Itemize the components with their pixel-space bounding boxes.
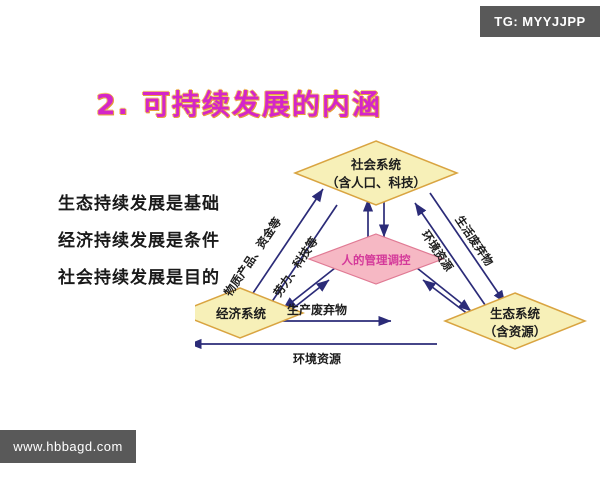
watermark-bottom-left: www.hbbagd.com	[0, 430, 136, 463]
human-management-diamond	[307, 233, 445, 285]
ecologic-system-diamond	[442, 292, 588, 350]
sustainable-development-diagram: 社会系统 （含人口、科技） 经济系统 生态系统 （含资源） 人的管理调控 物质产…	[195, 125, 595, 370]
economic-system-label: 经济系统	[216, 306, 267, 321]
ecologic-system-label-2: （含资源）	[484, 324, 547, 339]
social-system-label-1: 社会系统	[350, 157, 402, 172]
node-economic-system[interactable]: 经济系统	[195, 287, 306, 339]
ecologic-system-label-1: 生态系统	[490, 306, 541, 321]
key-point-3: 社会持续发展是目的	[58, 268, 220, 288]
social-system-label-2: （含人口、科技）	[326, 175, 426, 190]
key-point-2: 经济持续发展是条件	[58, 231, 220, 251]
arrow-eco-to-social	[414, 202, 493, 316]
node-social-system[interactable]: 社会系统 （含人口、科技）	[292, 140, 460, 206]
human-management-label: 人的管理调控	[342, 253, 411, 267]
edge-label-social-to-econ: 劳力、科技等	[271, 234, 321, 299]
arrow-center-to-econ	[282, 267, 336, 310]
edge-label-eco-to-econ: 环境资源	[293, 351, 341, 366]
key-points-list: 生态持续发展是基础 经济持续发展是条件 社会持续发展是目的	[58, 186, 220, 297]
arrow-social-to-econ	[262, 204, 338, 316]
edge-label-econ-to-eco: 生产废弃物	[287, 302, 347, 317]
arrow-social-to-eco	[429, 192, 506, 304]
node-human-management[interactable]: 人的管理调控	[307, 233, 445, 285]
edge-label-social-to-eco: 生活废弃物	[452, 213, 496, 269]
economic-system-diamond	[195, 287, 306, 339]
watermark-top-right: TG: MYYJJPP	[480, 6, 600, 37]
arrow-econ-to-social	[244, 188, 324, 306]
page-title: 2. 可持续发展的内涵	[96, 88, 382, 121]
social-system-diamond	[292, 140, 460, 206]
diagram-arrows	[195, 188, 506, 350]
arrow-center-to-eco	[416, 267, 472, 312]
key-point-1: 生态持续发展是基础	[58, 194, 220, 214]
node-ecologic-system[interactable]: 生态系统 （含资源）	[442, 292, 588, 350]
